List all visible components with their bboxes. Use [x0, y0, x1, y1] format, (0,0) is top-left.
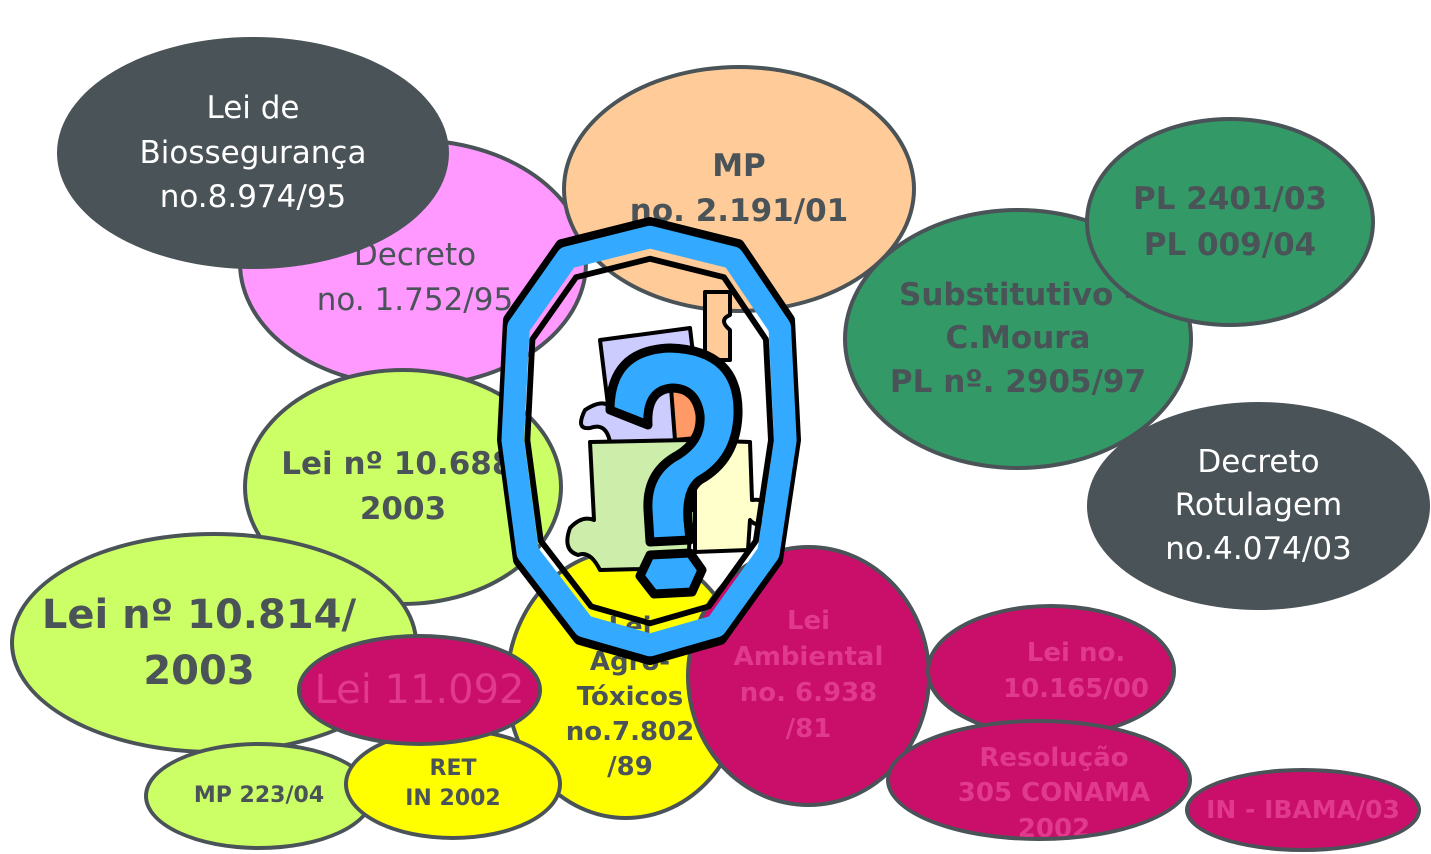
- node-lei-10165: Lei no. 10.165/00: [926, 604, 1176, 738]
- node-ret-text: RET IN 2002: [405, 756, 501, 811]
- node-in-ibama: IN - IBAMA/03: [1185, 768, 1421, 852]
- node-mp-223-text: MP 223/04: [193, 782, 325, 808]
- node-lei-10688-text: Lei nº 10.688/ 2003: [281, 446, 525, 527]
- node-decreto-rotulagem-text: Decreto Rotulagem no.4.074/03: [1165, 443, 1352, 567]
- node-lei-10165-text: Lei no. 10.165/00: [1002, 637, 1149, 704]
- question-mark-dot: [635, 548, 707, 599]
- node-mp-2191: MP no. 2.191/01: [562, 65, 916, 313]
- node-in-ibama-text: IN - IBAMA/03: [1206, 795, 1400, 824]
- ring-blue: [501, 225, 797, 657]
- node-substitutivo-text: Substitutivo - C.Moura PL nº. 2905/97: [889, 276, 1147, 400]
- node-lei-10814-text: Lei nº 10.814/ 2003: [41, 592, 357, 694]
- node-mp-2191-text: MP no. 2.191/01: [629, 148, 849, 229]
- node-resolucao-conama: Resolução 305 CONAMA 2002: [886, 719, 1192, 841]
- node-mp-223: MP 223/04: [144, 742, 374, 850]
- question-mark-hook: [605, 343, 743, 547]
- node-lei-biosseguranca-text: Lei de Biossegurança no.8.974/95: [139, 89, 367, 216]
- puzzle-question-mark-icon: [497, 217, 801, 665]
- ring-inner: [524, 255, 774, 627]
- puzzle-piece-peach: [703, 290, 732, 362]
- node-lei-11092-text: Lei 11.092: [314, 667, 525, 713]
- node-pl-2401: PL 2401/03 PL 009/04: [1085, 117, 1375, 327]
- node-pl-2401-text: PL 2401/03 PL 009/04: [1132, 180, 1327, 264]
- node-lei-ambiental-text: Lei Ambiental no. 6.938 /81: [733, 606, 884, 744]
- node-ret: RET IN 2002: [344, 728, 562, 840]
- node-lei-11092: Lei 11.092: [297, 634, 542, 746]
- node-lei-biosseguranca: Lei de Biossegurança no.8.974/95: [57, 37, 449, 269]
- node-resolucao-conama-text: Resolução 305 CONAMA 2002: [957, 743, 1151, 841]
- node-decreto-rotulagem: Decreto Rotulagem no.4.074/03: [1087, 402, 1430, 610]
